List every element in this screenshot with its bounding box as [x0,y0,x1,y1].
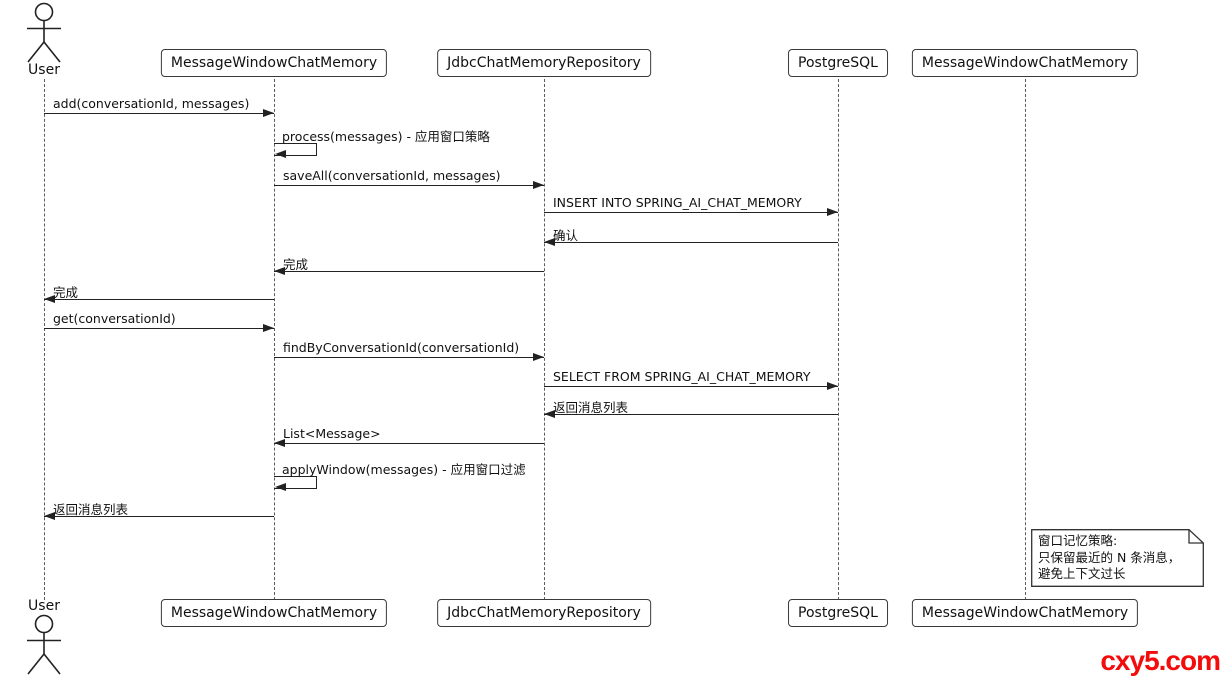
participant-mwcm2: MessageWindowChatMemory [911,599,1139,627]
arrowhead-left-icon [544,410,555,418]
arrowhead-left-icon [44,295,55,303]
message-label: add(conversationId, messages) [53,96,250,111]
actor-label-top: User [28,62,60,78]
message-label: INSERT INTO SPRING_AI_CHAT_MEMORY [553,195,802,210]
arrowhead-right-icon [533,181,544,189]
note-outline-icon [1031,529,1204,587]
note-line: 窗口记忆策略: [1038,533,1118,548]
participant-pg: PostgreSQL [788,49,888,77]
message-label: 返回消息列表 [553,400,629,415]
message-arrow [44,328,274,329]
message-arrow [544,414,838,415]
arrowhead-left-icon [275,483,286,491]
participant-jcmr: JdbcChatMemoryRepository [437,599,651,627]
participant-mwcm: MessageWindowChatMemory [160,599,388,627]
lifeline-mwcm2 [1025,79,1026,600]
participant-mwcm: MessageWindowChatMemory [160,49,388,77]
message-label: List<Message> [283,426,381,441]
lifeline-pg [838,79,839,600]
message-label: process(messages) - 应用窗口策略 [282,129,490,144]
actor-label-bottom: User [28,598,60,614]
message-arrow [274,185,544,186]
participant-jcmr: JdbcChatMemoryRepository [437,49,651,77]
message-arrow [544,242,838,243]
arrowhead-right-icon [533,353,544,361]
message-label: get(conversationId) [53,311,176,326]
arrowhead-right-icon [263,324,274,332]
message-arrow [274,357,544,358]
arrowhead-right-icon [827,208,838,216]
arrowhead-left-icon [274,439,285,447]
note-text: 窗口记忆策略: 只保留最近的 N 条消息， 避免上下文过长 [1038,533,1180,583]
lifeline-user [44,79,45,600]
message-label: SELECT FROM SPRING_AI_CHAT_MEMORY [553,369,811,384]
message-arrow [44,516,274,517]
participant-mwcm2: MessageWindowChatMemory [911,49,1139,77]
watermark: cxy5.com [1100,645,1221,676]
message-arrow [544,386,838,387]
self-message-loop [274,143,317,156]
user-actor-icon [19,2,69,64]
note-line: 只保留最近的 N 条消息， [1038,549,1181,565]
message-arrow [274,443,544,444]
message-label: 完成 [283,257,309,272]
arrowhead-right-icon [827,382,838,390]
message-arrow [44,299,274,300]
message-label: 完成 [53,285,79,300]
lifeline-jcmr [544,79,545,600]
lifeline-mwcm [274,79,275,600]
self-message-loop [274,476,317,489]
arrowhead-left-icon [44,512,55,520]
message-label: 确认 [553,228,579,243]
participant-pg: PostgreSQL [788,599,888,627]
arrowhead-left-icon [275,150,286,158]
note-line: 避免上下文过长 [1038,566,1126,581]
message-label: saveAll(conversationId, messages) [283,168,501,183]
user-actor-icon [19,614,69,676]
arrowhead-right-icon [263,109,274,117]
note-window-memory-strategy: 窗口记忆策略: 只保留最近的 N 条消息， 避免上下文过长 [1031,529,1204,587]
message-arrow [274,271,544,272]
message-arrow [44,113,274,114]
message-label: findByConversationId(conversationId) [283,340,520,355]
message-arrow [544,212,838,213]
arrowhead-left-icon [544,238,555,246]
message-label: applyWindow(messages) - 应用窗口过滤 [282,462,526,477]
arrowhead-left-icon [274,267,285,275]
message-label: 返回消息列表 [53,502,129,517]
